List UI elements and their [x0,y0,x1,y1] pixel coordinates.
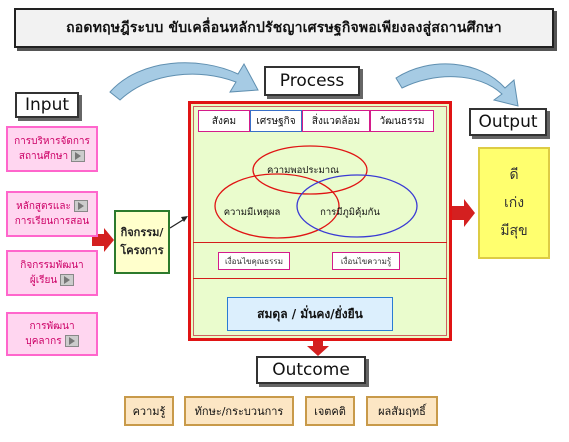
page-title: ถอดทฤษฎีระบบ ขับเคลื่อนหลักปรัชญาเศรษฐกิ… [14,8,554,48]
play-icon[interactable] [71,150,86,162]
condition-knowledge: เงื่อนไขความรู้ [332,252,400,270]
input-item[interactable]: หลักสูตรและ การเรียนการสอน [6,191,98,237]
divider [193,242,447,243]
label-immunity: การมีภูมิคุ้มกัน [320,207,380,218]
circle-immunity [296,174,418,238]
play-icon[interactable] [73,200,88,212]
outcome-achievement: ผลสัมฤทธิ์ [366,396,438,426]
divider [193,278,447,279]
play-icon[interactable] [60,274,75,286]
circle-reasonableness [214,173,340,239]
input-item[interactable]: การพัฒนา บุคลากร [6,312,98,356]
condition-morality: เงื่อนไขคุณธรรม [218,252,290,270]
category-economy: เศรษฐกิจ [250,110,302,132]
input-item[interactable]: การบริหารจัดการ สถานศึกษา [6,126,98,172]
arrow-process-to-output [452,199,475,227]
curved-arrow-right [395,63,519,107]
activity-box: กิจกรรม/ โครงการ [114,210,170,274]
outcome-skills: ทักษะ/กระบวนการ [184,396,294,426]
category-environment: สิ่งแวดล้อม [302,110,370,132]
process-header: Process [264,66,360,96]
play-icon[interactable] [64,335,79,347]
label-moderation: ความพอประมาณ [267,165,339,176]
arrow-process-to-outcome [307,338,329,356]
outcome-header: Outcome [256,356,366,384]
circle-moderation [252,145,368,195]
three-circles [214,145,418,239]
input-item[interactable]: กิจกรรมพัฒนา ผู้เรียน [6,250,98,296]
result-box: สมดุล / มั่นคง/ยั่งยืน [227,297,393,331]
outcome-knowledge: ความรู้ [124,396,174,426]
input-header: Input [15,92,79,118]
output-box: ดี เก่ง มีสุข [478,147,550,259]
output-header: Output [469,108,547,136]
curved-arrow-left [109,62,259,101]
category-social: สังคม [198,110,250,132]
outcome-attitude: เจตคติ [305,396,355,426]
category-culture: วัฒนธรรม [370,110,434,132]
label-reasonableness: ความมีเหตุผล [223,207,281,218]
